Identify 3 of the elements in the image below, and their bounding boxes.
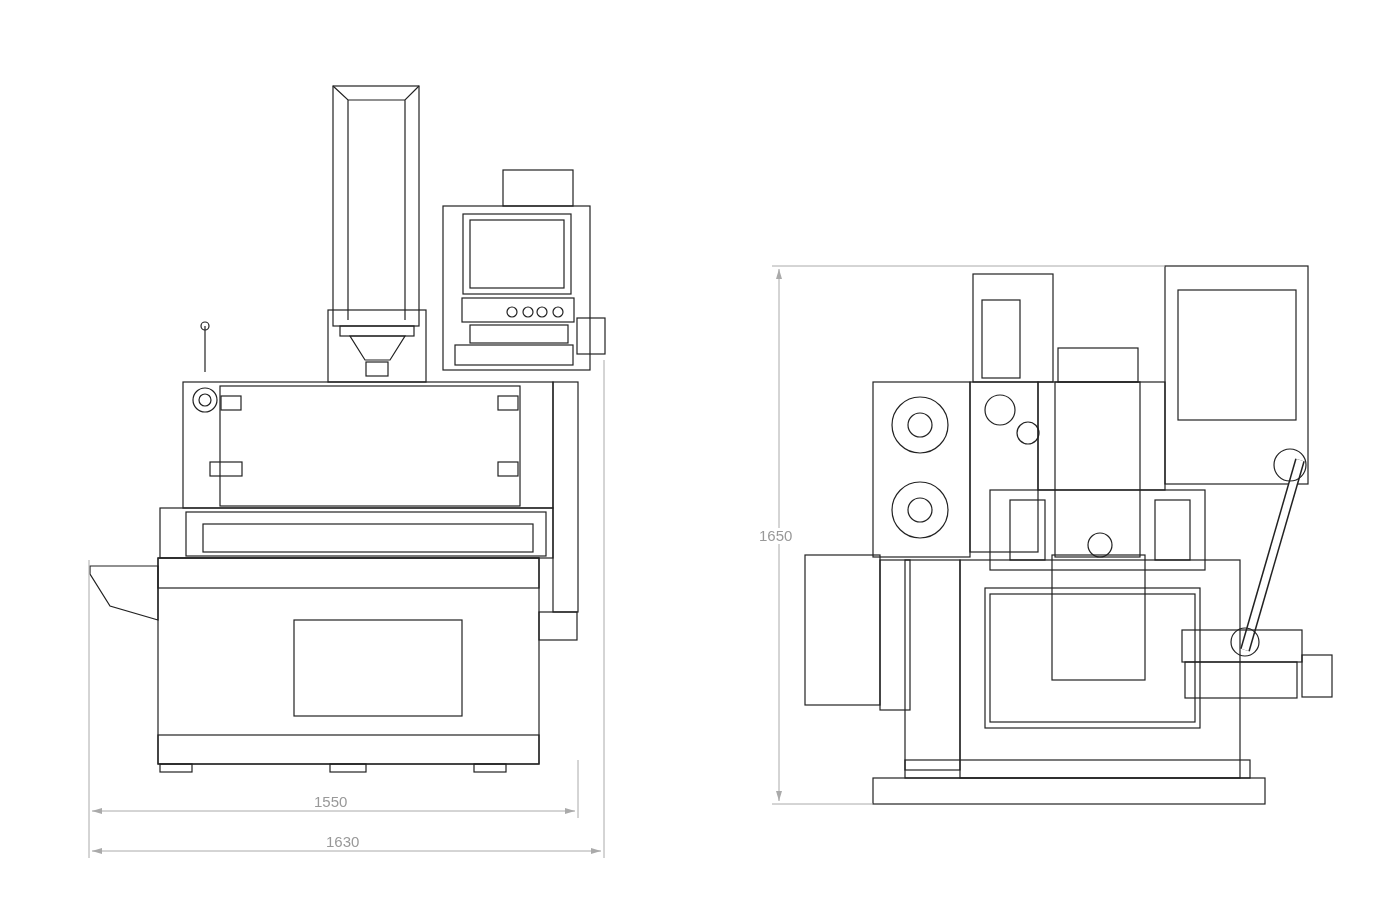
dimension-label: 1630 <box>324 834 362 850</box>
dimension-label: 1650 <box>757 528 795 544</box>
dimension-label: 1550 <box>312 794 350 810</box>
